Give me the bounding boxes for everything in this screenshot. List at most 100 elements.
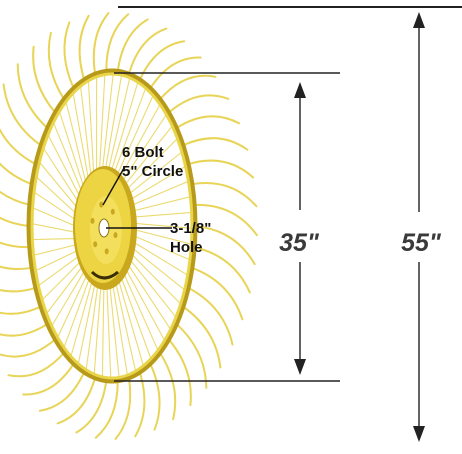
- tine: [94, 379, 119, 439]
- spoke: [51, 264, 89, 327]
- dimension-inner: 35": [279, 82, 320, 375]
- callout-hole-line-2: Hole: [170, 239, 203, 256]
- spoke: [72, 93, 91, 188]
- tine: [78, 14, 90, 81]
- spoke: [124, 165, 186, 204]
- spoke: [70, 273, 95, 357]
- spoke: [125, 180, 189, 209]
- callout-hole-line-1: 3-1/8": [170, 220, 211, 237]
- spoke: [33, 191, 81, 224]
- bolt-hole: [93, 241, 98, 248]
- tine: [32, 45, 57, 114]
- spoke: [122, 257, 172, 330]
- tine: [181, 137, 249, 151]
- bolt-hole: [104, 248, 109, 255]
- spoke: [35, 176, 81, 219]
- spoke: [115, 271, 144, 366]
- callout-line-bolt: [102, 167, 125, 206]
- spoke: [125, 247, 182, 305]
- spoke: [119, 125, 173, 192]
- spoke: [85, 276, 100, 370]
- dimension-inner-label: 35": [279, 229, 320, 257]
- spoke: [31, 223, 81, 234]
- tine: [92, 12, 110, 76]
- spoke: [42, 147, 83, 208]
- spoke: [101, 277, 105, 377]
- spoke: [93, 277, 103, 375]
- tine: [149, 362, 161, 431]
- spoke: [127, 227, 192, 245]
- tine: [190, 182, 258, 208]
- tine: [105, 13, 130, 73]
- tine: [167, 94, 230, 114]
- spoke: [127, 237, 188, 276]
- tine: [187, 159, 255, 179]
- spoke: [127, 211, 192, 219]
- tine: [47, 31, 66, 101]
- tine: [138, 40, 186, 81]
- tine: [134, 371, 146, 438]
- tine: [116, 18, 149, 73]
- tine: [56, 376, 97, 425]
- arrow-down-icon: [294, 359, 306, 375]
- tine: [0, 162, 34, 186]
- tine: [0, 338, 57, 358]
- spoke: [33, 242, 82, 256]
- rake-wheel-rim: [26, 68, 198, 384]
- spoke: [98, 74, 106, 180]
- spoke: [115, 104, 161, 185]
- spoke: [110, 87, 147, 181]
- arrow-up-icon: [294, 82, 306, 98]
- arrow-down-icon: [413, 426, 425, 442]
- tine: [158, 351, 177, 421]
- spoke: [108, 276, 120, 378]
- spoke: [63, 271, 93, 348]
- spoke: [127, 222, 193, 229]
- tine: [0, 127, 37, 166]
- spoke: [119, 264, 159, 351]
- tine: [175, 115, 240, 130]
- tine: [0, 216, 30, 227]
- callout-bolt-line-2: 5" Circle: [122, 163, 183, 180]
- bolt-hole: [99, 201, 104, 208]
- bolt-hole: [110, 208, 115, 215]
- bolt-hole: [90, 217, 95, 224]
- spoke: [32, 207, 81, 229]
- tine: [114, 376, 132, 440]
- tine: [194, 225, 256, 266]
- tine: [190, 266, 244, 321]
- spoke: [108, 82, 139, 180]
- bolt-hole: [113, 232, 118, 239]
- tine: [0, 286, 37, 293]
- spoke: [121, 261, 166, 341]
- tine: [193, 203, 258, 237]
- spoke: [41, 257, 85, 301]
- spoke: [117, 114, 167, 188]
- spoke: [38, 161, 82, 213]
- spoke: [80, 86, 93, 185]
- rake-wheel-tines: [0, 12, 258, 440]
- spoke: [126, 196, 191, 214]
- spoke: [110, 275, 128, 376]
- dimension-outer-label: 55": [401, 229, 442, 257]
- tine: [0, 322, 49, 337]
- tine: [181, 305, 222, 369]
- callout-bolt-circle: 6 Bolt 5" Circle: [122, 144, 183, 180]
- spoke: [32, 237, 81, 241]
- spoke: [46, 261, 87, 314]
- spoke: [38, 252, 84, 287]
- rake-wheel-spokes: [31, 73, 193, 379]
- tine: [0, 265, 34, 270]
- callout-hole: 3-1/8" Hole: [170, 220, 211, 256]
- spoke: [105, 277, 112, 379]
- tine: [158, 74, 217, 101]
- tine: [187, 286, 234, 346]
- spoke: [47, 134, 84, 204]
- spoke: [65, 101, 89, 191]
- spoke: [103, 75, 123, 179]
- tine: [0, 190, 31, 206]
- tine: [149, 56, 202, 90]
- callout-bolt-line-1: 6 Bolt: [122, 144, 164, 161]
- tine: [193, 246, 251, 294]
